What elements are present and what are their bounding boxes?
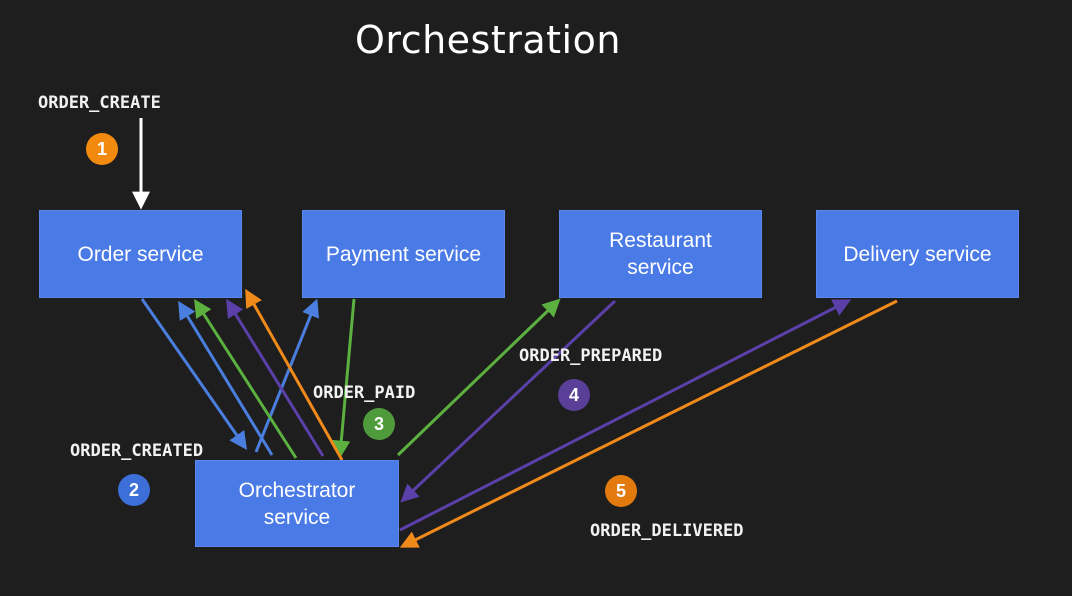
arrow-orchestrator-to-order-green — [194, 298, 298, 459]
payment-service-box: Payment service — [302, 210, 505, 298]
arrow-orchestrator-to-payment — [254, 298, 320, 453]
arrow-restaurant-to-orchestrator — [400, 299, 617, 503]
step-number: 1 — [96, 138, 107, 159]
arrow-orchestrator-to-order-purple — [226, 298, 325, 457]
order-service-box: Order service — [39, 210, 242, 298]
step-badge-1: 1 — [86, 133, 118, 165]
event-order-prepared: ORDER_PREPARED — [519, 346, 663, 366]
arrow-orchestrator-to-order-orange — [245, 288, 344, 461]
step-number: 3 — [373, 413, 384, 434]
order-service-label: Order service — [77, 242, 204, 266]
orchestrator-service-box: Orchestrator service — [195, 460, 399, 547]
step-number: 4 — [568, 384, 579, 405]
payment-service-label: Payment service — [325, 242, 482, 266]
event-order-delivered: ORDER_DELIVERED — [590, 521, 744, 541]
event-order-created: ORDER_CREATED — [70, 441, 204, 461]
step-badge-4: 4 — [558, 379, 590, 411]
step-badge-5: 5 — [605, 475, 637, 507]
diagram-title: Orchestration — [355, 18, 621, 62]
delivery-service-label: Delivery service — [843, 242, 992, 266]
event-order-paid: ORDER_PAID — [313, 383, 416, 403]
arrow-orchestrator-to-restaurant — [396, 298, 561, 457]
orchestrator-service-label: Orchestrator service — [238, 478, 356, 529]
step-number: 5 — [615, 480, 626, 501]
arrow-payment-to-orchestrator — [332, 298, 356, 459]
restaurant-service-box: Restaurant service — [559, 210, 762, 298]
step-number: 2 — [128, 479, 139, 500]
arrow-orchestrator-to-order-blue — [178, 300, 274, 456]
arrow-order-to-orchestrator — [140, 298, 248, 450]
delivery-service-box: Delivery service — [816, 210, 1019, 298]
arrow-orchestrator-to-delivery — [399, 299, 852, 532]
arrow-delivery-to-orchestrator — [399, 299, 898, 548]
step-badge-2: 2 — [118, 474, 150, 506]
restaurant-service-label: Restaurant service — [609, 229, 712, 279]
event-order-create: ORDER_CREATE — [38, 93, 161, 113]
step-badge-3: 3 — [363, 408, 395, 440]
